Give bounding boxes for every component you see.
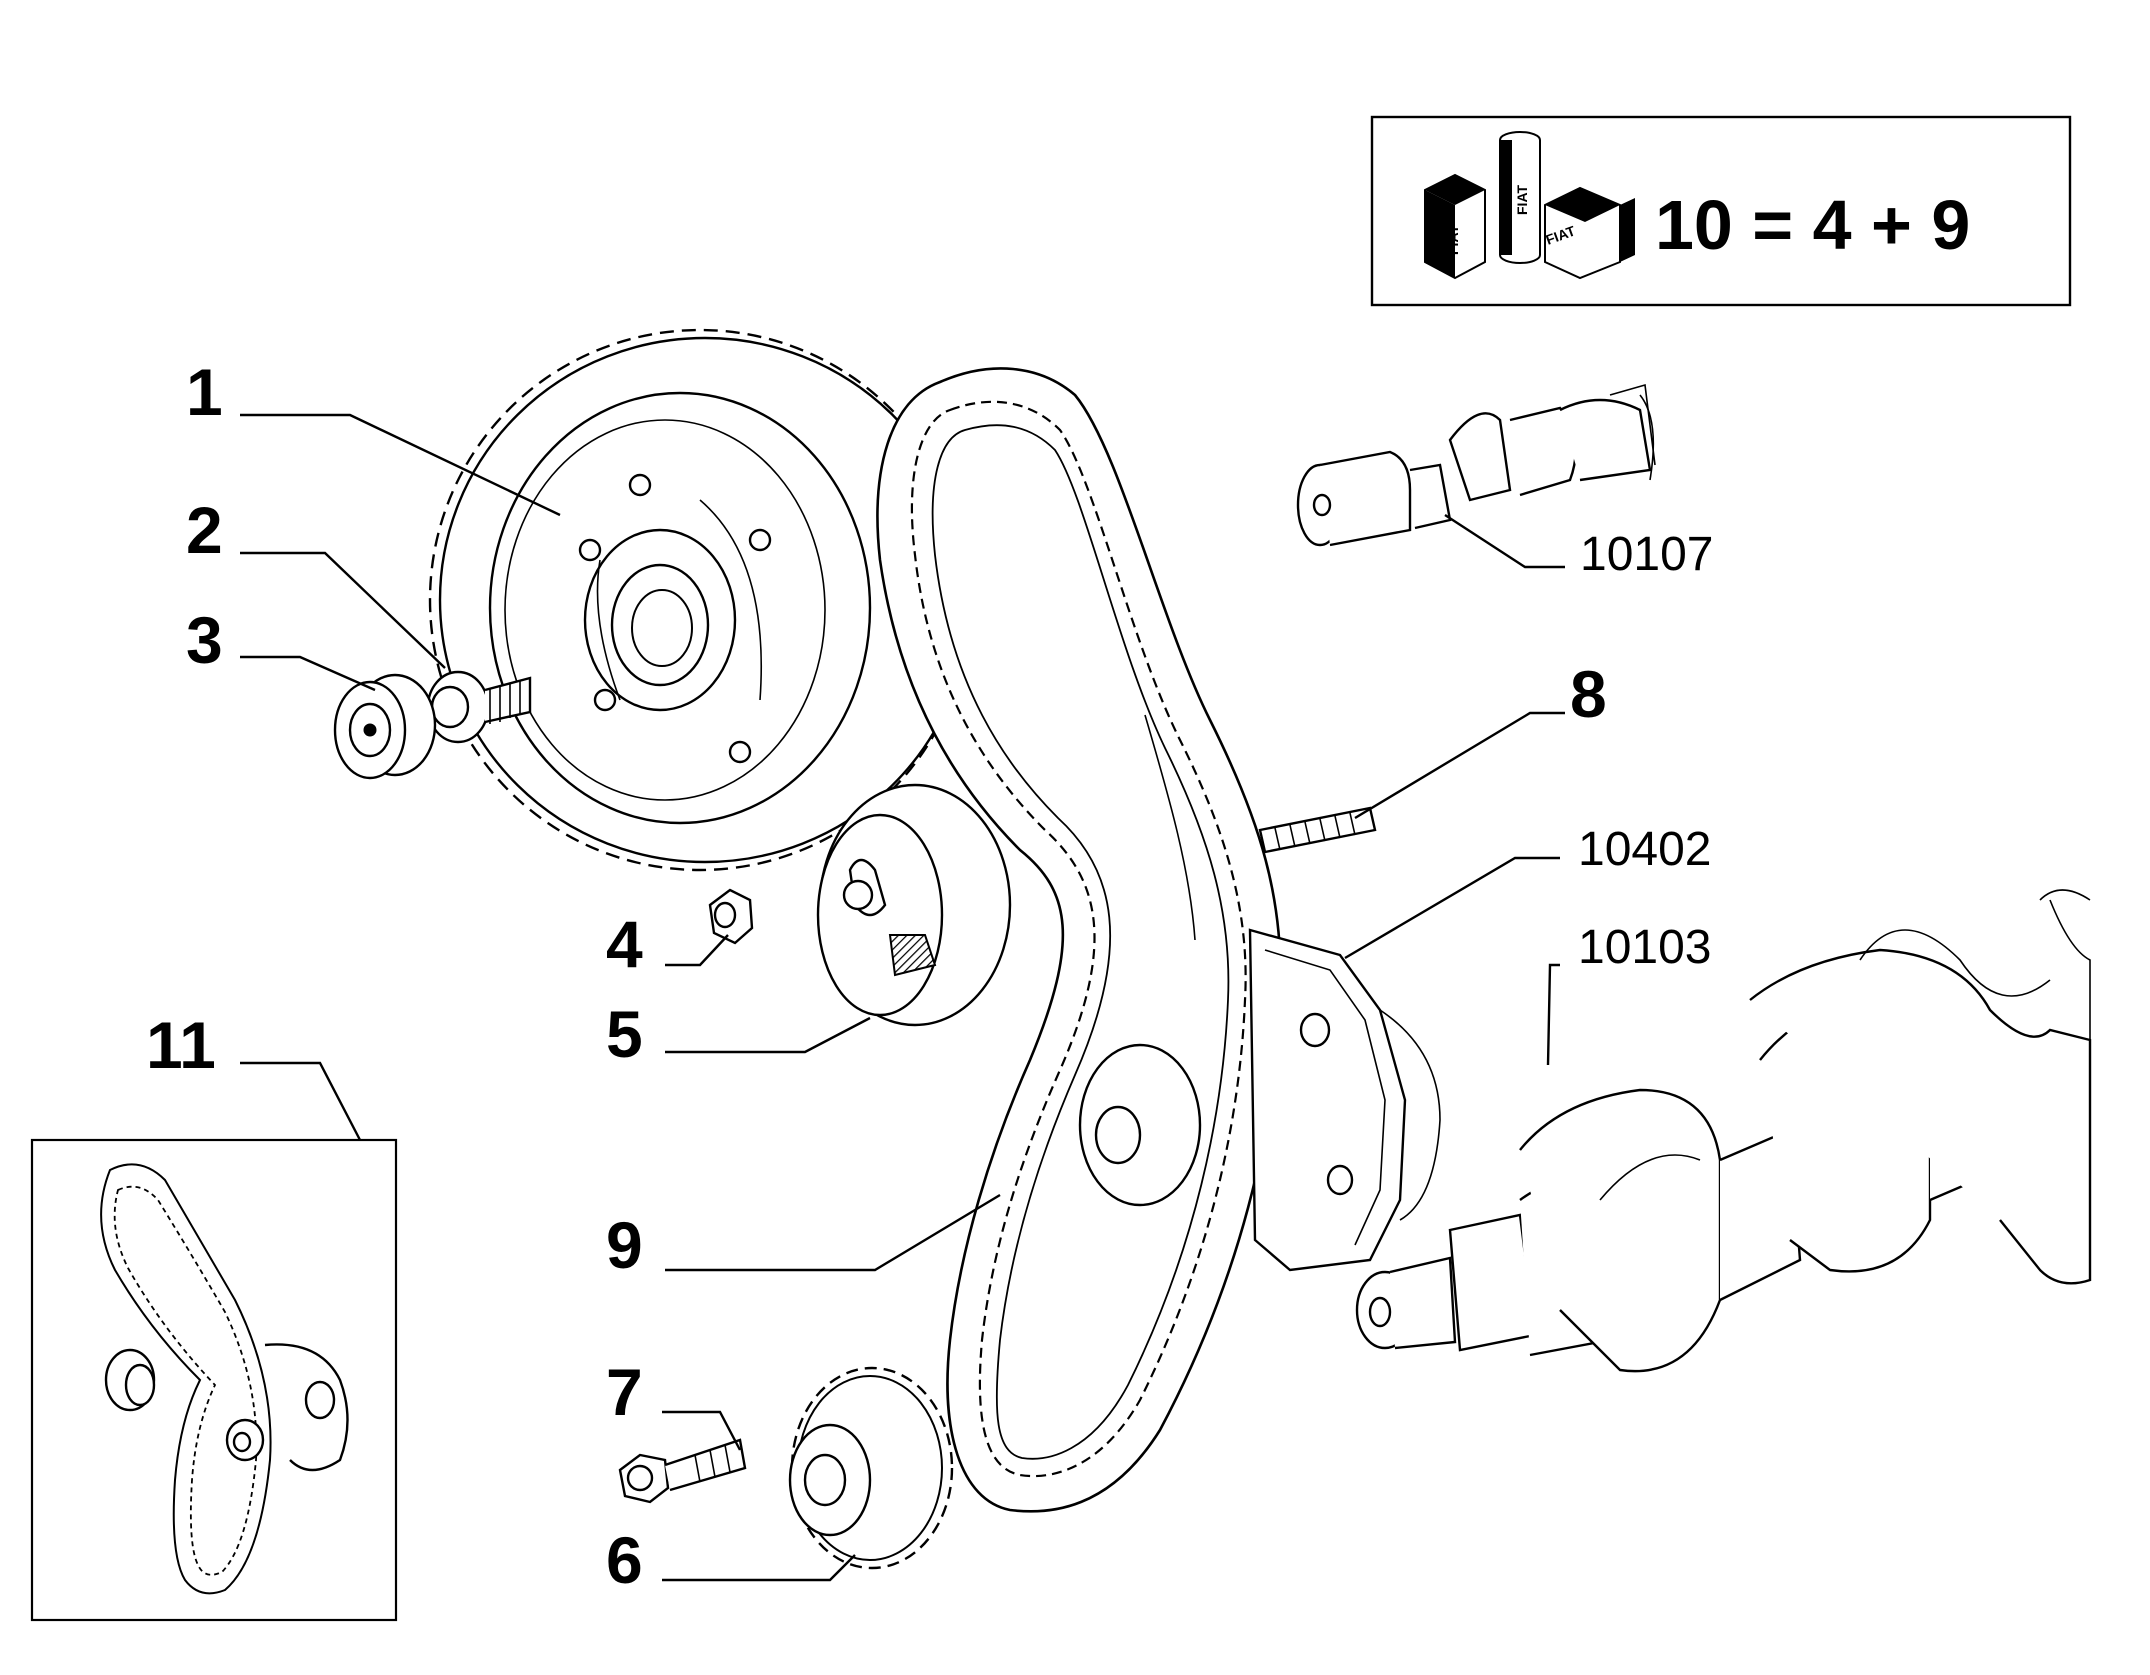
callout-4: 4 <box>606 907 643 981</box>
part-crankshaft-bolt <box>618 1438 747 1504</box>
part-washer-cap <box>333 673 437 780</box>
part-stud <box>1258 806 1377 854</box>
reference-10107: 10107 <box>1580 528 1713 581</box>
part-oil-pump-housing <box>1078 928 1441 1272</box>
callout-1: 1 <box>186 355 223 429</box>
callout-5: 5 <box>606 997 643 1071</box>
kit-formula: 10 = 4 + 9 <box>1655 186 1970 264</box>
kit-box: FIAT FIAT FIAT 10 = 4 + 9 <box>1370 115 2072 307</box>
callout-11: 11 <box>146 1008 216 1082</box>
callout-2: 2 <box>186 493 223 567</box>
inset-assembly-view <box>30 1138 398 1622</box>
part-timing-belt <box>876 367 1282 1513</box>
callout-3: 3 <box>186 603 223 677</box>
part-camshaft <box>1296 383 1656 547</box>
reference-labels: 10107 10402 10103 <box>1578 528 1713 974</box>
callout-6: 6 <box>606 1523 643 1597</box>
part-nut <box>708 888 754 945</box>
kit-logo-text-left: FIAT <box>1445 224 1461 255</box>
part-crankshaft-sprocket <box>788 1366 954 1570</box>
callout-8: 8 <box>1570 657 1607 731</box>
kit-logo-text-center: FIAT <box>1514 184 1530 215</box>
callout-labels: 1 2 3 4 5 6 7 8 9 11 <box>146 355 1607 1597</box>
leader-lines <box>240 413 1565 1582</box>
part-camshaft-variator-pulley <box>428 328 972 872</box>
reference-10103: 10103 <box>1578 921 1711 974</box>
reference-10402: 10402 <box>1578 823 1711 876</box>
part-crankshaft <box>1355 889 2092 1373</box>
part-tensioner-pulley <box>816 783 1012 1027</box>
fiat-kit-logo-icon: FIAT FIAT FIAT <box>1424 131 1635 280</box>
callout-9: 9 <box>606 1208 643 1282</box>
callout-7: 7 <box>606 1355 643 1429</box>
